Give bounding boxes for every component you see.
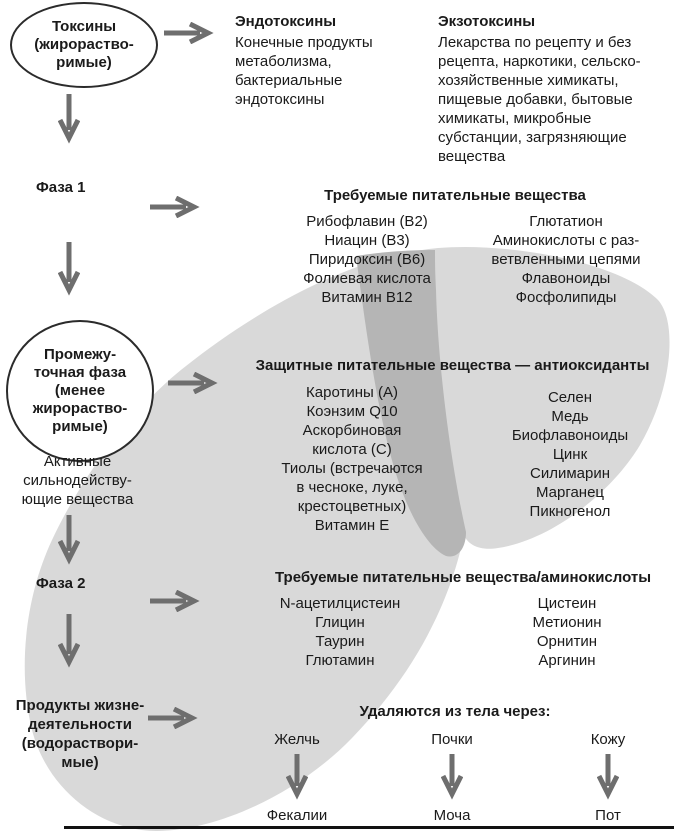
arrow-down-icon <box>58 240 80 296</box>
arrow-right-icon <box>148 590 204 612</box>
elimination-heading: Удаляются из тела через: <box>359 703 551 720</box>
phase1-nutrients-heading: Требуемые питательные вещества <box>324 187 586 204</box>
exotoxins-title: Экзотоксины <box>438 13 536 30</box>
phase1-label: Фаза 1 <box>36 179 86 196</box>
arrow-right-icon <box>146 707 202 729</box>
endotoxins-text: Конечные продукты метаболизма, бактериал… <box>235 34 373 108</box>
route-output-label: Моча <box>433 807 471 824</box>
arrow-down-icon <box>597 752 619 800</box>
endotoxins-title: Эндотоксины <box>235 13 337 30</box>
phase2-nutrients-col1: N-ацетилцистеин Глицин Таурин Глютамин <box>279 595 401 669</box>
phase1-nutrients-col2: Глютатион Аминокислоты с раз- ветвленным… <box>491 213 641 306</box>
route-output-label: Фекалии <box>266 807 328 824</box>
active-substances-label: Активные сильнодейству- ющие вещества <box>21 453 134 508</box>
arrow-right-icon <box>166 372 222 394</box>
arrow-down-icon <box>58 92 80 144</box>
route-via-label: Желчь <box>274 731 320 748</box>
arrow-right-icon <box>162 22 218 44</box>
intermediate-phase-oval: Промежу- точная фаза (менее жирораство- … <box>6 320 154 462</box>
antioxidants-col1: Каротины (А) Коэнзим Q10 Аскорбиновая ки… <box>281 384 423 534</box>
antioxidants-heading: Защитные питательные вещества — антиокси… <box>255 357 650 374</box>
antioxidants-col2: Селен Медь Биофлавоноиды Цинк Силимарин … <box>511 389 629 520</box>
waste-products-label: Продукты жизне- деятельности (водораство… <box>15 697 145 771</box>
bottom-rule <box>64 826 674 829</box>
phase2-nutrients-heading: Требуемые питательные вещества/аминокисл… <box>274 569 652 586</box>
arrow-down-icon <box>441 752 463 800</box>
toxins-oval: Токсины (жирораство- римые) <box>10 2 158 88</box>
phase2-nutrients-col2: Цистеин Метионин Орнитин Аргинин <box>532 595 602 669</box>
route-via-label: Почки <box>431 731 473 748</box>
route-output-label: Пот <box>595 807 621 824</box>
route-via-label: Кожу <box>590 731 626 748</box>
arrow-down-icon <box>58 612 80 668</box>
arrow-down-icon <box>286 752 308 800</box>
arrow-right-icon <box>148 196 204 218</box>
exotoxins-text: Лекарства по рецепту и без рецепта, нарк… <box>438 34 641 165</box>
phase1-nutrients-col1: Рибофлавин (В2) Ниацин (В3) Пиридоксин (… <box>303 213 431 306</box>
liver-lobe-shadow <box>356 250 466 557</box>
phase2-label: Фаза 2 <box>36 575 86 592</box>
liver-body <box>24 246 670 832</box>
arrow-down-icon <box>58 513 80 565</box>
